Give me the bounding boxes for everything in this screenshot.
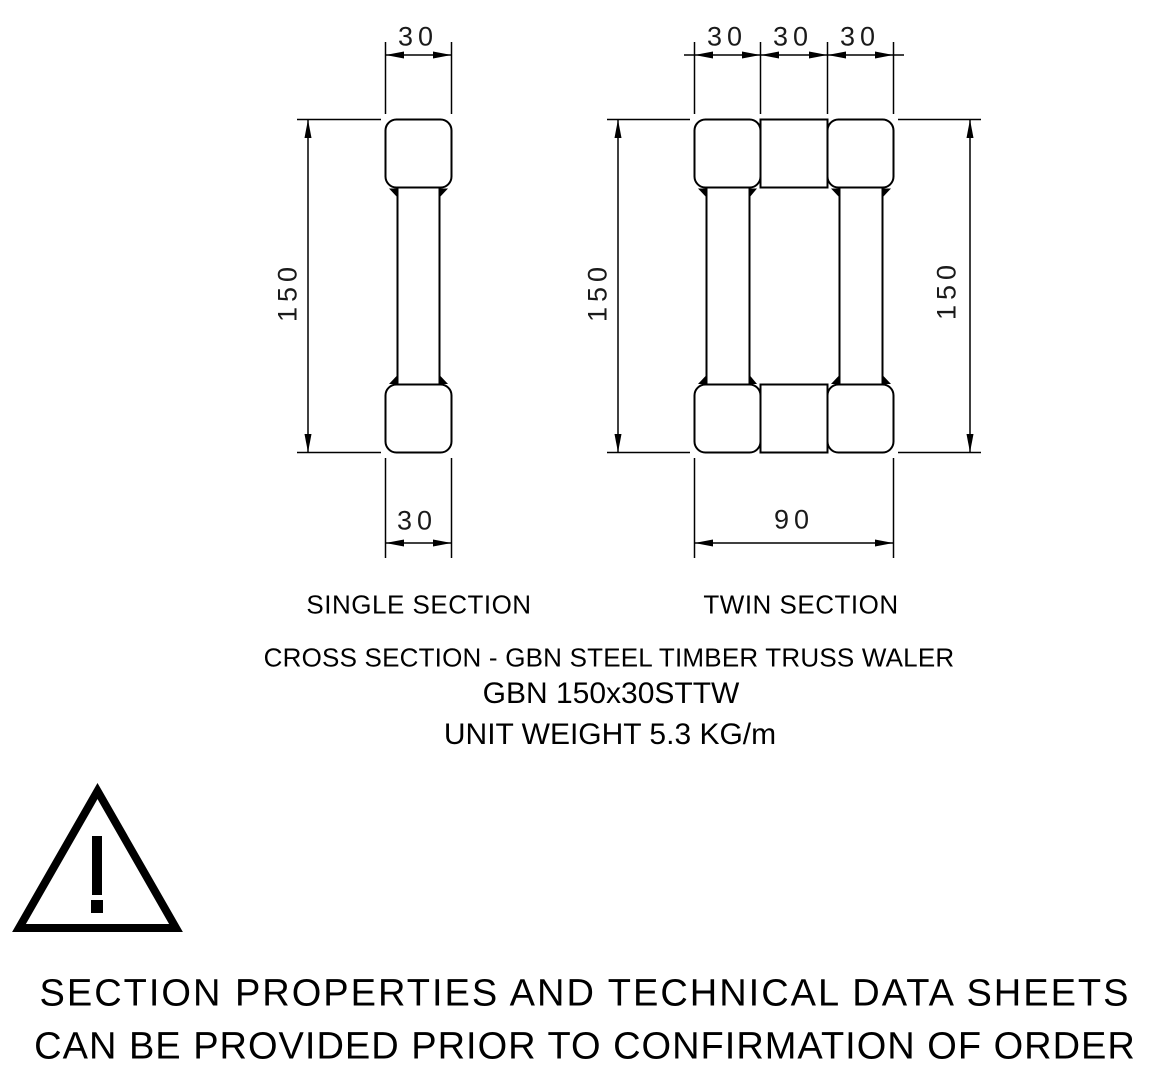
twin-left-height-dimension: 150: [582, 261, 613, 323]
notice-line-2: CAN BE PROVIDED PRIOR TO CONFIRMATION OF…: [34, 1025, 1136, 1068]
single-height-dimension: 150: [272, 261, 303, 323]
notice-line-1: SECTION PROPERTIES AND TECHNICAL DATA SH…: [39, 972, 1131, 1015]
product-model: GBN 150x30STTW: [482, 677, 740, 710]
single-bottom-dimension: 30: [396, 505, 438, 536]
twin-top-dimension-1: 30: [706, 21, 748, 52]
single-top-dimension: 30: [397, 21, 439, 52]
single-bottom-chord: [384, 383, 453, 454]
twin-section-label: TWIN SECTION: [703, 589, 899, 620]
twin-right-top-chord: [826, 118, 895, 189]
exclamation-dot: [91, 900, 103, 913]
twin-bottom-spacer: [759, 383, 829, 454]
drawing-title: CROSS SECTION - GBN STEEL TIMBER TRUSS W…: [263, 642, 955, 673]
single-top-chord: [384, 118, 453, 189]
single-section-drawing: [297, 42, 453, 558]
twin-width-dimension: 90: [773, 504, 815, 535]
twin-right-height-dimension: 150: [931, 259, 962, 321]
twin-top-dimension-2: 30: [772, 21, 814, 52]
single-section-label: SINGLE SECTION: [306, 589, 532, 620]
exclamation-bar: [92, 836, 102, 895]
twin-right-bottom-chord: [826, 383, 895, 454]
twin-left-top-chord: [693, 118, 762, 189]
twin-left-bottom-chord: [693, 383, 762, 454]
unit-weight: UNIT WEIGHT 5.3 KG/m: [443, 718, 777, 751]
twin-top-dimension-3: 30: [839, 21, 881, 52]
twin-top-spacer: [759, 118, 829, 189]
twin-section-drawing: [607, 42, 981, 558]
warning-triangle-icon: [12, 782, 183, 932]
